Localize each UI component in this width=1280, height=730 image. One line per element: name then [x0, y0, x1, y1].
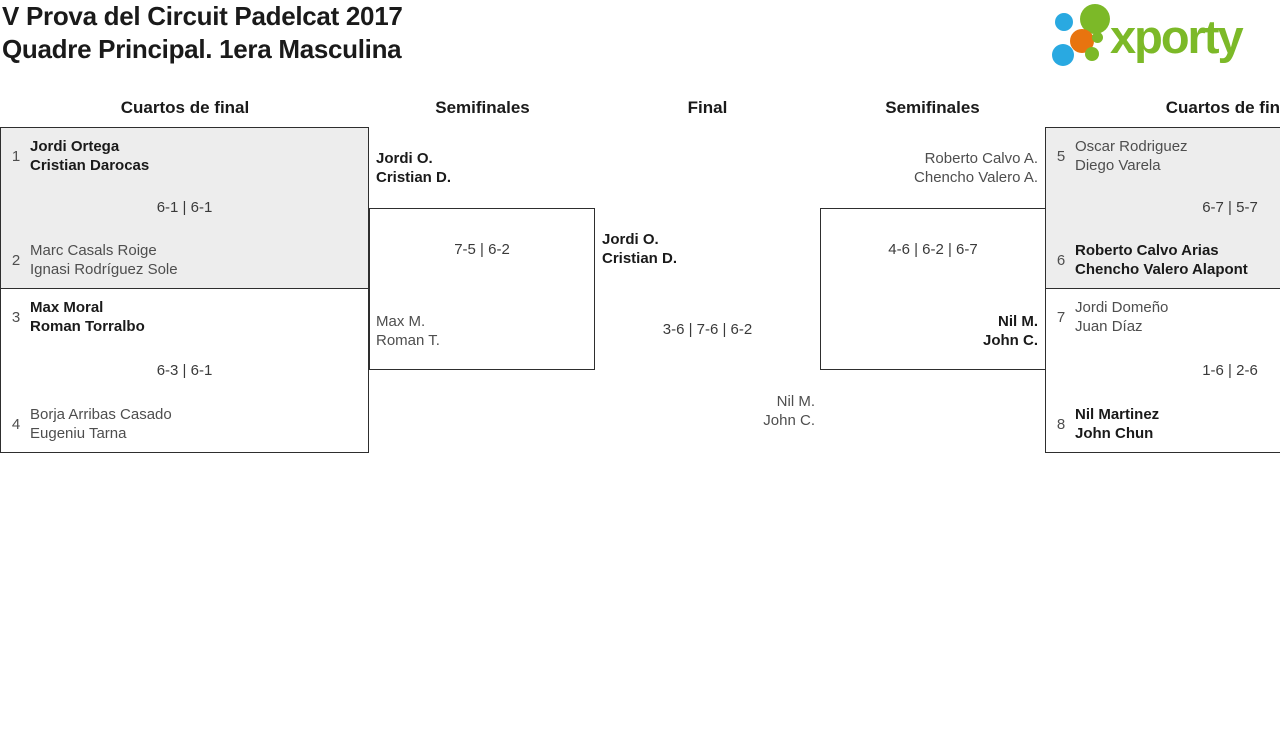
match-score: 4-6 | 6-2 | 6-7 [888, 241, 978, 258]
round-header-semifinals-left: Semifinales [435, 98, 530, 117]
team-row-top: 7 Jordi Domeño Juan Díaz [1054, 298, 1280, 336]
player-name: Ignasi Rodríguez Sole [30, 261, 178, 278]
team-row-bottom: 8 Nil Martinez John Chun [1054, 405, 1280, 443]
player-name: John Chun [1075, 425, 1154, 442]
sf-left-team-bottom: Max M. Roman T. [376, 312, 440, 350]
player-name: Cristian Darocas [30, 157, 150, 174]
player-name: Roman T. [376, 332, 440, 349]
page-title: V Prova del Circuit Padelcat 2017 Quadre… [2, 0, 403, 66]
sf-left-team-top: Jordi O. Cristian D. [376, 149, 451, 187]
team-players: Marc Casals Roige Ignasi Rodríguez Sole [30, 241, 178, 279]
match-score: 6-3 | 6-1 [156, 361, 213, 379]
team-players: Jordi Ortega Cristian Darocas [30, 137, 149, 175]
final-team-bottom: Nil M. John C. [763, 392, 815, 430]
player-name: Max Moral [30, 299, 104, 316]
player-name: Marc Casals Roige [30, 242, 157, 259]
team-row-top: 3 Max Moral Roman Torralbo [9, 298, 360, 336]
player-name: Borja Arribas Casado [30, 406, 172, 423]
seed-number: 2 [11, 251, 21, 269]
team-players: Max Moral Roman Torralbo [30, 298, 145, 336]
player-name: Cristian D. [376, 169, 452, 186]
team-row-bottom: 2 Marc Casals Roige Ignasi Rodríguez Sol… [9, 241, 360, 279]
player-name: Roberto Calvo A. [924, 150, 1038, 167]
player-name: Nil Martinez [1075, 406, 1160, 423]
team-row-bottom: 4 Borja Arribas Casado Eugeniu Tarna [9, 405, 360, 443]
player-name: Oscar Rodriguez [1075, 138, 1188, 155]
round-header-semifinals-right: Semifinales [885, 98, 980, 117]
player-name: Diego Varela [1075, 157, 1161, 174]
round-header-final: Final [687, 98, 728, 117]
player-name: Nil M. [998, 313, 1038, 330]
seed-number: 6 [1056, 251, 1066, 269]
player-name: John C. [763, 412, 815, 429]
tournament-name: V Prova del Circuit Padelcat 2017 [2, 1, 403, 31]
xporty-logo[interactable]: xporty [0, 0, 1280, 80]
match-qf-right-2[interactable]: 7 Jordi Domeño Juan Díaz 1-6 | 2-6 8 Nil… [1045, 288, 1280, 453]
team-players: Jordi Domeño Juan Díaz [1075, 298, 1168, 336]
final-score: 3-6 | 7-6 | 6-2 [662, 321, 753, 338]
seed-number: 5 [1056, 147, 1066, 165]
match-sf-right[interactable]: 4-6 | 6-2 | 6-7 [820, 208, 1046, 370]
match-qf-right-1[interactable]: 5 Oscar Rodriguez Diego Varela 6-7 | 5-7… [1045, 127, 1280, 289]
player-name: Roberto Calvo Arias [1075, 242, 1219, 259]
seed-number: 1 [11, 147, 21, 165]
logo-dot-green-small-icon [1085, 47, 1099, 61]
logo-wordmark: xporty [1110, 10, 1244, 63]
match-score: 1-6 | 2-6 [1202, 361, 1258, 379]
player-name: Jordi O. [602, 231, 659, 248]
player-name: Chencho Valero Alapont [1075, 261, 1248, 278]
player-name: Eugeniu Tarna [30, 425, 127, 442]
team-players: Oscar Rodriguez Diego Varela [1075, 137, 1188, 175]
player-name: Jordi Ortega [30, 138, 120, 155]
player-name: Nil M. [776, 393, 815, 410]
sf-right-team-bottom: Nil M. John C. [983, 312, 1038, 350]
player-name: John C. [983, 332, 1038, 349]
team-row-top: 1 Jordi Ortega Cristian Darocas [9, 137, 360, 175]
player-name: Roman Torralbo [30, 318, 145, 335]
team-row-top: 5 Oscar Rodriguez Diego Varela [1054, 137, 1280, 175]
team-row-bottom: 6 Roberto Calvo Arias Chencho Valero Ala… [1054, 241, 1280, 279]
match-qf-left-2[interactable]: 3 Max Moral Roman Torralbo 6-3 | 6-1 4 B… [0, 288, 369, 453]
seed-number: 8 [1056, 415, 1066, 433]
seed-number: 4 [11, 415, 21, 433]
team-players: Nil Martinez John Chun [1075, 405, 1159, 443]
match-score: 6-7 | 5-7 [1202, 199, 1258, 216]
round-header-quarterfinals-left: Cuartos de final [120, 98, 250, 117]
final-team-top: Jordi O. Cristian D. [602, 230, 677, 268]
player-name: Jordi O. [376, 150, 433, 167]
seed-number: 3 [11, 308, 21, 326]
player-name: Chencho Valero A. [914, 169, 1038, 186]
draw-name: Quadre Principal. 1era Masculina [2, 34, 402, 64]
match-score: 6-1 | 6-1 [156, 199, 213, 216]
match-qf-left-1[interactable]: 1 Jordi Ortega Cristian Darocas 6-1 | 6-… [0, 127, 369, 289]
logo-dot-green-tiny-icon [1092, 32, 1103, 43]
player-name: Cristian D. [602, 250, 678, 267]
player-name: Max M. [376, 313, 426, 330]
player-name: Juan Díaz [1075, 318, 1143, 335]
match-sf-left[interactable]: 7-5 | 6-2 [369, 208, 595, 370]
match-score: 7-5 | 6-2 [454, 241, 510, 258]
team-players: Roberto Calvo Arias Chencho Valero Alapo… [1075, 241, 1248, 279]
logo-dot-blue-large-icon [1052, 44, 1074, 66]
logo-dot-blue-small-icon [1055, 13, 1073, 31]
seed-number: 7 [1056, 308, 1066, 326]
player-name: Jordi Domeño [1075, 299, 1169, 316]
sf-right-team-top: Roberto Calvo A. Chencho Valero A. [914, 149, 1038, 187]
round-header-quarterfinals-right: Cuartos de final [1165, 98, 1280, 117]
team-players: Borja Arribas Casado Eugeniu Tarna [30, 405, 172, 443]
